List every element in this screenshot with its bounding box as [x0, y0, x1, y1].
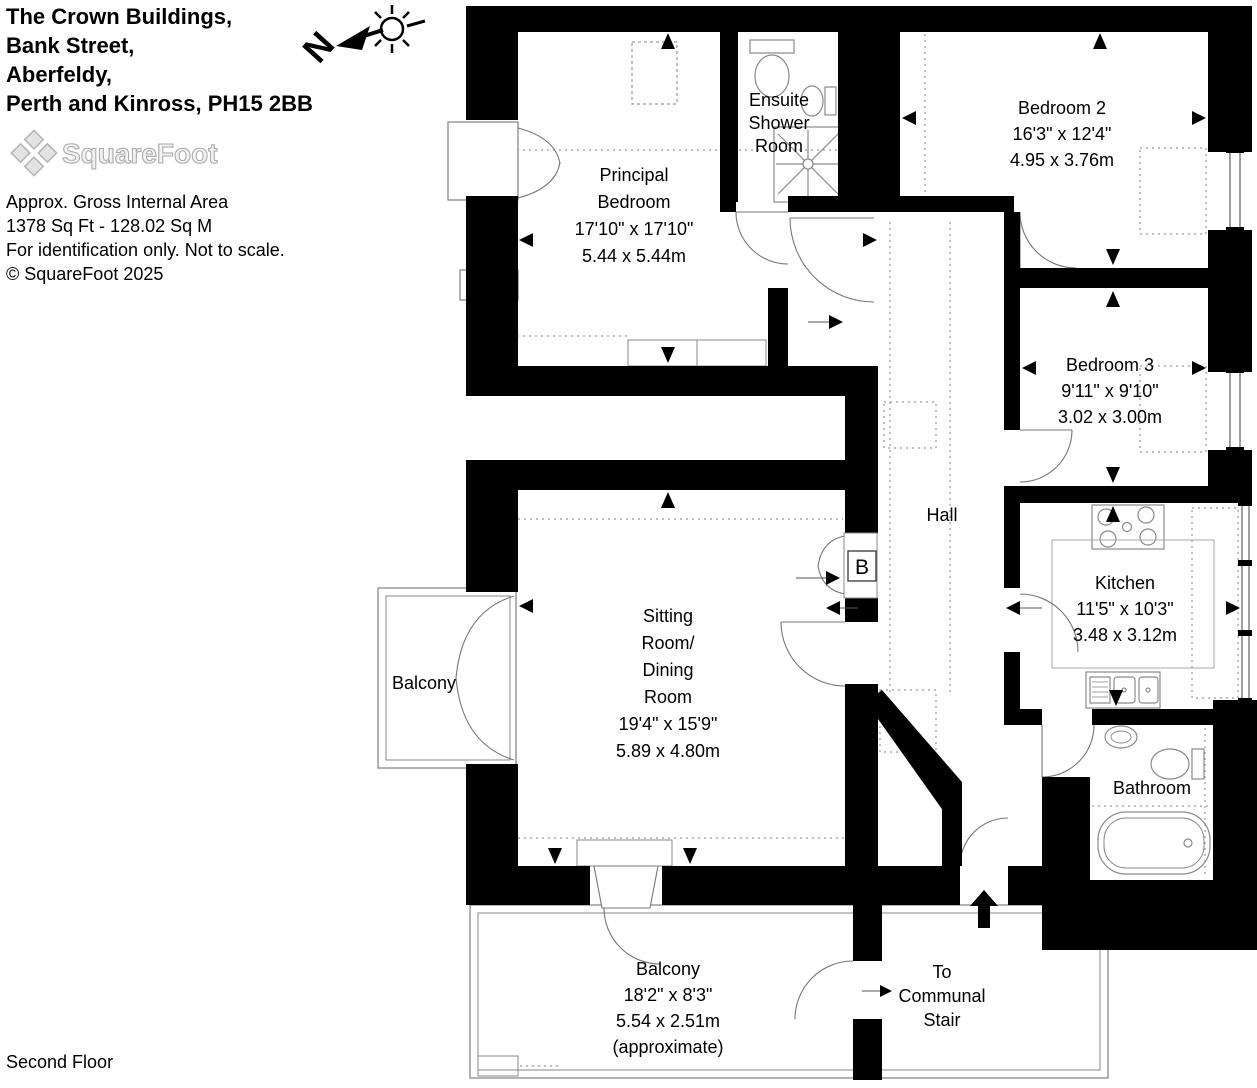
room-name: Room — [755, 136, 803, 156]
ensuite-basin-icon — [800, 85, 837, 117]
sitting-room-label: Sitting Room/ Dining Room 19'4" x 15'9" … — [616, 606, 720, 761]
address-line: The Crown Buildings, — [6, 4, 233, 29]
room-dims-note: (approximate) — [612, 1037, 723, 1057]
kitchen-hob-icon — [1091, 504, 1165, 550]
room-name: Bedroom — [597, 192, 670, 212]
room-name: Shower — [748, 113, 809, 133]
area-line: 1378 Sq Ft - 128.02 Sq M — [6, 216, 213, 236]
ensuite-label: Ensuite Shower Room — [748, 90, 809, 156]
room-name: Hall — [926, 505, 957, 525]
boiler-cupboard-bifold — [817, 535, 846, 595]
room-dims-imperial: 16'3" x 12'4" — [1013, 124, 1112, 144]
stair-text: Stair — [923, 1010, 960, 1030]
bedroom3-window — [1226, 366, 1244, 454]
room-name: Bedroom 3 — [1066, 355, 1154, 375]
compass: N — [294, 5, 426, 70]
bedroom3-label: Bedroom 3 9'11" x 9'10" 3.02 x 3.00m — [1058, 355, 1162, 427]
windows — [1226, 146, 1252, 706]
room-name: Dining — [642, 660, 693, 680]
bathroom-bath-icon — [1097, 811, 1211, 875]
plan-header: The Crown Buildings, Bank Street, Aberfe… — [6, 2, 313, 286]
room-name: Room/ — [641, 633, 694, 653]
room-name: Bedroom 2 — [1018, 98, 1106, 118]
room-dims-metric: 5.44 x 5.44m — [582, 246, 686, 266]
area-line: For identification only. Not to scale. — [6, 240, 285, 260]
ensuite-toilet-icon — [749, 39, 795, 98]
address-line: Perth and Kinross, PH15 2BB — [6, 91, 313, 116]
room-dims-imperial: 18'2" x 8'3" — [624, 985, 713, 1005]
area-summary: Approx. Gross Internal Area 1378 Sq Ft -… — [6, 190, 313, 286]
area-line: © SquareFoot 2025 — [6, 264, 164, 284]
bathroom-label: Bathroom — [1113, 778, 1191, 798]
room-name: Bathroom — [1113, 778, 1191, 798]
bay-doors-upper-left — [517, 127, 561, 199]
room-dims-imperial: 9'11" x 9'10" — [1061, 381, 1158, 401]
room-dims-metric: 3.02 x 3.00m — [1058, 407, 1162, 427]
boiler-cupboard — [843, 532, 878, 599]
squarefoot-diamond-icon — [10, 129, 58, 177]
hall-label: Hall — [926, 505, 957, 525]
floor-name: Second Floor — [6, 1052, 114, 1072]
area-line: Approx. Gross Internal Area — [6, 192, 229, 212]
room-dims-metric: 5.54 x 2.51m — [616, 1011, 720, 1031]
principal-bedroom-door — [789, 217, 875, 303]
squarefoot-logo-text: SquareFoot — [62, 138, 218, 169]
room-name: Balcony — [636, 959, 700, 979]
dotted-details — [517, 34, 1239, 1067]
room-dims-imperial: 17'10" x 17'10" — [575, 219, 694, 239]
stair-text: To — [932, 962, 951, 982]
room-labels: Principal Bedroom 17'10" x 17'10" 5.44 x… — [392, 90, 1191, 1057]
entrance-arrow-icon — [970, 890, 998, 928]
address-line: Aberfeldy, — [6, 62, 112, 87]
ensuite-door — [735, 211, 789, 265]
room-dims-imperial: 19'4" x 15'9" — [619, 714, 718, 734]
room-dims-metric: 4.95 x 3.76m — [1010, 150, 1114, 170]
room-name: Balcony — [392, 673, 456, 693]
communal-stair-door — [794, 960, 854, 1020]
room-name: Principal — [599, 165, 668, 185]
sun-icon — [374, 5, 426, 53]
bathroom-basin-icon — [1104, 725, 1138, 749]
balcony-left-label: Balcony — [392, 673, 456, 693]
sitting-room-door — [780, 621, 846, 687]
principal-bedroom-label: Principal Bedroom 17'10" x 17'10" 5.44 x… — [575, 165, 694, 266]
bathroom-toilet-icon — [1150, 748, 1205, 780]
balcony-french-doors-left — [455, 595, 515, 761]
boiler-label: B — [855, 556, 869, 579]
communal-stair-label: To Communal Stair — [898, 962, 985, 1030]
room-name: Room — [644, 687, 692, 707]
bedroom2-window — [1226, 146, 1244, 234]
room-name: Kitchen — [1095, 573, 1155, 593]
room-dims-imperial: 11'5" x 10'3" — [1076, 599, 1173, 619]
bedroom3-door — [1019, 429, 1073, 483]
entrance-door — [959, 817, 1009, 867]
bedroom2-label: Bedroom 2 16'3" x 12'4" 4.95 x 3.76m — [1010, 98, 1114, 170]
walls — [466, 6, 1257, 1080]
stair-text: Communal — [898, 986, 985, 1006]
fixtures — [749, 39, 1215, 875]
room-dims-metric: 3.48 x 3.12m — [1073, 625, 1177, 645]
squarefoot-logo: SquareFoot — [6, 124, 313, 182]
north-arrow-icon — [336, 26, 384, 50]
kitchen-window-wall — [1238, 498, 1252, 706]
room-name: Ensuite — [749, 90, 809, 110]
bedroom2-door — [1019, 211, 1077, 269]
measure-arrows — [519, 33, 1240, 997]
room-dims-metric: 5.89 x 4.80m — [616, 741, 720, 761]
balcony-door-bottom — [593, 865, 661, 965]
communal-stair-arrow-icon — [862, 985, 892, 997]
property-address: The Crown Buildings, Bank Street, Aberfe… — [6, 2, 313, 118]
room-name: Sitting — [643, 606, 693, 626]
balcony-bottom-label: Balcony 18'2" x 8'3" 5.54 x 2.51m (appro… — [612, 959, 723, 1057]
kitchen-door — [1019, 593, 1079, 653]
address-line: Bank Street, — [6, 33, 135, 58]
kitchen-label: Kitchen 11'5" x 10'3" 3.48 x 3.12m — [1073, 573, 1177, 645]
bathroom-door — [1041, 724, 1095, 778]
